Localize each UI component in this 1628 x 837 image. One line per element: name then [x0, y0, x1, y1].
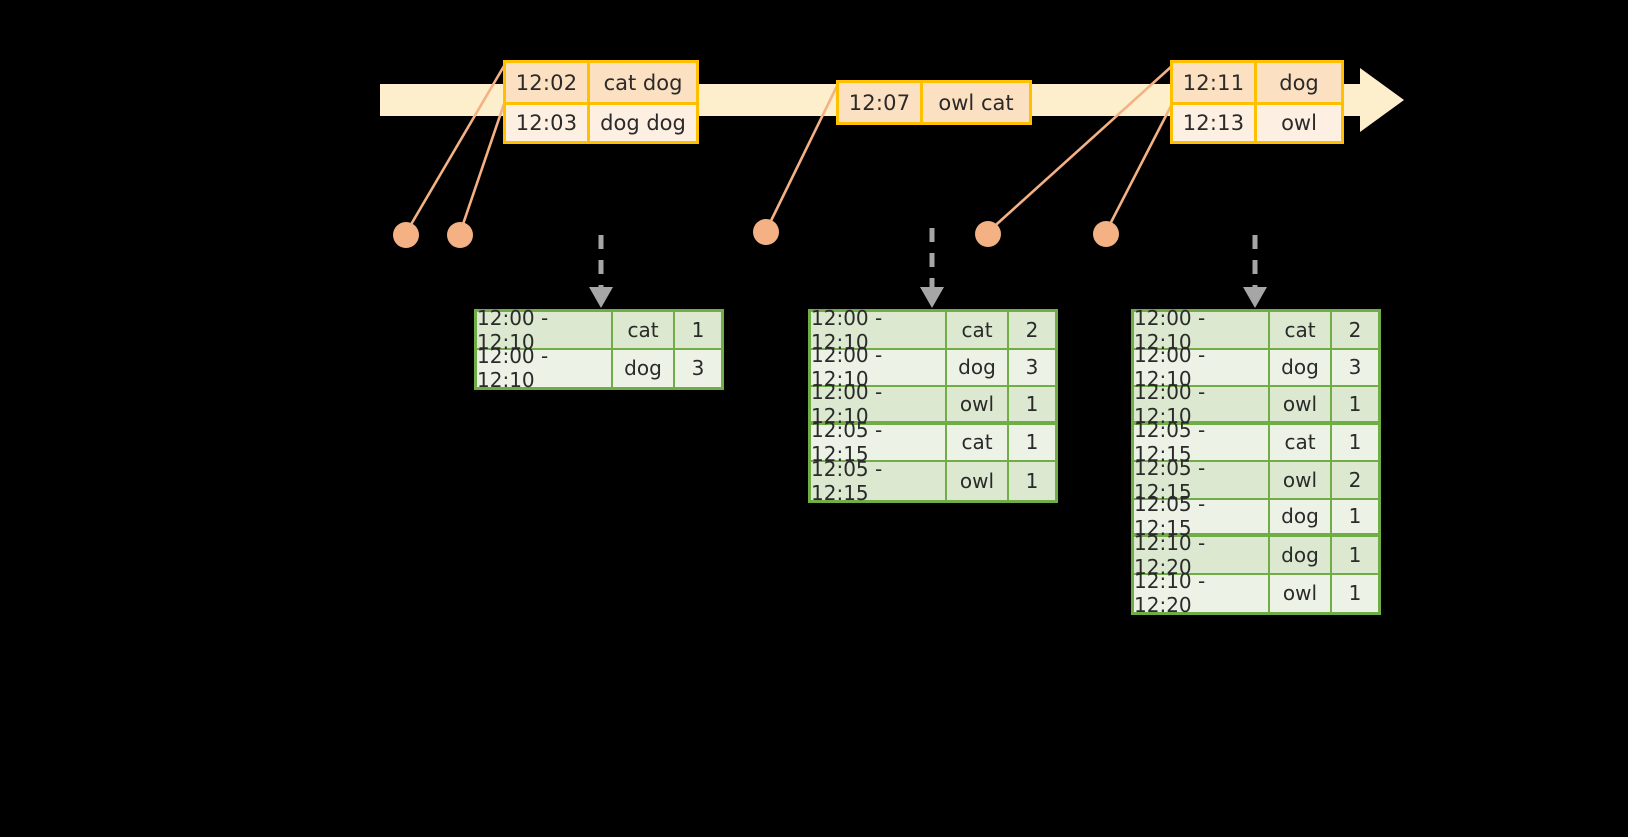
cell-window: 12:00 - 12:10	[1134, 306, 1270, 354]
cell-count: 1	[1025, 391, 1039, 416]
cell-count: 1	[691, 317, 705, 342]
event-time: 12:02	[506, 63, 590, 102]
event-time: 12:03	[506, 105, 590, 141]
leader-line-1213	[1104, 103, 1174, 233]
event-marker-1211	[975, 221, 1001, 247]
event-row[interactable]: 12:02 cat dog	[506, 63, 696, 102]
event-words: dog dog	[600, 111, 686, 135]
cell-count: 2	[1348, 467, 1362, 492]
cell-count: 1	[1025, 468, 1039, 493]
cell-word: cat	[947, 312, 1009, 348]
cell-count: 2	[1348, 317, 1362, 342]
event-row[interactable]: 12:13 owl	[1173, 102, 1341, 141]
cell-word: dog	[1270, 537, 1332, 573]
cell-word: owl	[947, 387, 1009, 421]
leader-line-1203	[458, 103, 506, 234]
cell-word: dog	[613, 349, 675, 387]
cell-window: 12:05 - 12:15	[811, 457, 947, 505]
event-words: owl	[1281, 111, 1317, 135]
event-words: cat dog	[603, 70, 683, 95]
cell-window: 12:00 - 12:10	[811, 306, 947, 354]
cell-word: cat	[1270, 312, 1332, 348]
event-time: 12:13	[1173, 105, 1257, 141]
cell-word: cat	[1270, 424, 1332, 460]
leader-line-1202	[404, 65, 506, 234]
cell-window: 12:05 - 12:15	[811, 418, 947, 466]
event-marker-1203	[447, 222, 473, 248]
event-row[interactable]: 12:03 dog dog	[506, 102, 696, 141]
event-marker-1202	[393, 222, 419, 248]
cell-count: 3	[1025, 355, 1039, 380]
cell-window: 12:00 - 12:10	[477, 344, 613, 392]
cell-count: 2	[1025, 317, 1039, 342]
cell-window: 12:00 - 12:10	[1134, 380, 1270, 428]
cell-window: 12:10 - 12:20	[1134, 569, 1270, 617]
cell-word: cat	[947, 424, 1009, 460]
cell-count: 3	[691, 356, 705, 381]
event-group-2[interactable]: 12:07 owl cat	[836, 80, 1032, 125]
event-time: 12:07	[839, 83, 923, 122]
cell-word: owl	[1270, 574, 1332, 612]
cell-word: cat	[613, 312, 675, 348]
cell-window: 12:00 - 12:10	[811, 380, 947, 428]
event-words: owl cat	[938, 90, 1014, 115]
event-group-3[interactable]: 12:11 dog 12:13 owl	[1170, 60, 1344, 144]
cell-count: 3	[1348, 355, 1362, 380]
emit-arrows	[598, 228, 1258, 288]
event-marker-1207	[753, 219, 779, 245]
cell-count: 1	[1348, 504, 1362, 529]
cell-word: dog	[947, 349, 1009, 385]
event-words: dog	[1279, 70, 1319, 95]
cell-count: 1	[1348, 391, 1362, 416]
cell-word: owl	[1270, 462, 1332, 498]
event-marker-1213	[1093, 221, 1119, 247]
event-row[interactable]: 12:07 owl cat	[839, 83, 1029, 122]
cell-window: 12:05 - 12:15	[1134, 492, 1270, 540]
event-group-1[interactable]: 12:02 cat dog 12:03 dog dog	[503, 60, 699, 144]
event-time: 12:11	[1173, 63, 1257, 102]
cell-count: 1	[1348, 430, 1362, 455]
cell-window: 12:05 - 12:15	[1134, 418, 1270, 466]
cell-word: dog	[1270, 349, 1332, 385]
cell-count: 1	[1348, 581, 1362, 606]
cell-count: 1	[1025, 430, 1039, 455]
cell-word: owl	[947, 462, 1009, 500]
cell-window: 12:10 - 12:20	[1134, 531, 1270, 579]
leader-line-1207	[764, 83, 840, 232]
event-row[interactable]: 12:11 dog	[1173, 63, 1341, 102]
cell-count: 1	[1348, 542, 1362, 567]
cell-word: dog	[1270, 499, 1332, 533]
event-dots	[393, 219, 1119, 248]
cell-word: owl	[1270, 387, 1332, 421]
cell-window: 12:00 - 12:10	[477, 306, 613, 354]
